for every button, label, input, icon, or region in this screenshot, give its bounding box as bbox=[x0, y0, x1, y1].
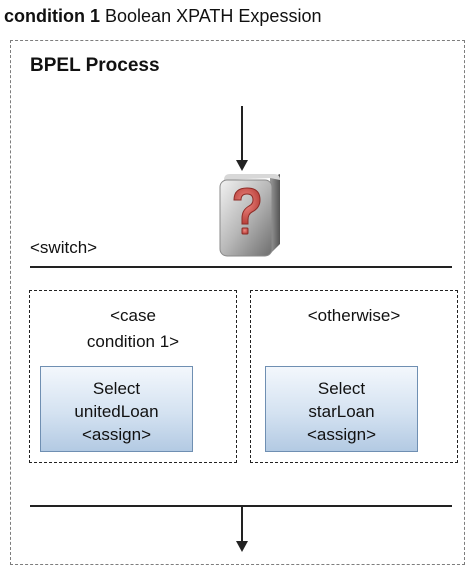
switch-label: <switch> bbox=[30, 238, 98, 257]
assign-activity-starloan[interactable]: Select starLoan <assign> bbox=[265, 366, 418, 452]
outgoing-arrow-head bbox=[236, 541, 248, 552]
switch-line bbox=[30, 266, 452, 268]
bpel-process-container bbox=[10, 40, 465, 565]
incoming-arrow-line bbox=[241, 106, 243, 161]
activity-line-2: starLoan bbox=[308, 402, 375, 421]
process-title: BPEL Process bbox=[30, 55, 160, 76]
otherwise-label: <otherwise> bbox=[307, 306, 401, 325]
otherwise-box bbox=[250, 290, 458, 463]
incoming-arrow-head bbox=[236, 160, 248, 171]
activity-line-3: <assign> bbox=[307, 425, 376, 444]
activity-line-2: unitedLoan bbox=[74, 402, 159, 421]
caption-description: Boolean XPATH Expession bbox=[105, 6, 322, 26]
outgoing-arrow-line bbox=[241, 507, 243, 542]
activity-line-3: <assign> bbox=[82, 425, 151, 444]
diagram-caption: condition 1 Boolean XPATH Expession bbox=[4, 6, 321, 27]
activity-line-1: Select bbox=[317, 379, 366, 398]
assign-activity-unitedloan[interactable]: Select unitedLoan <assign> bbox=[40, 366, 193, 452]
case-label-line-1: <case bbox=[110, 306, 156, 325]
case-label-line-2: condition 1> bbox=[86, 332, 180, 351]
activity-line-1: Select bbox=[92, 379, 141, 398]
caption-condition: condition 1 bbox=[4, 6, 100, 26]
switch-end-line bbox=[30, 505, 452, 507]
case-box bbox=[29, 290, 237, 463]
question-mark-icon bbox=[219, 174, 280, 257]
